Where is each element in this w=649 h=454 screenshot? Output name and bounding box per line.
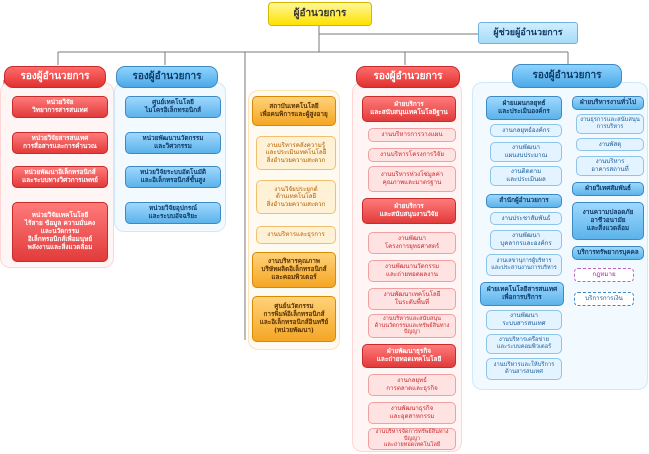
col5-secC-child-2[interactable]: งานบริหารเครือข่าย และระบบคอมพิวเตอร์ xyxy=(486,334,562,354)
col5-secE-title[interactable]: ฝ่ายวิเทศสัมพันธ์ xyxy=(572,182,644,196)
col3-institute-child-3[interactable]: งานบริหารและธุรการ xyxy=(256,226,336,244)
col1-unit-2[interactable]: หน่วยวิจัยสารสนเทศ การสื่อสารและการคำนวณ xyxy=(12,132,108,154)
col2-deputy-director[interactable]: รองผู้อำนวยการ xyxy=(116,66,218,88)
col4-sec1-title[interactable]: ฝ่ายบริการ และสนับสนุนเทคโนโลยีฐาน xyxy=(362,96,456,122)
col4-sec1-child-1[interactable]: งานบริหารการวางแผน xyxy=(368,128,456,142)
col5-secA-title[interactable]: ฝ่ายแผนกลยุทธ์ และประเมินองค์กร xyxy=(486,96,562,120)
col4-sec1-child-3[interactable]: งานบริหารห่วงโซ่มูลค่า คุณภาพและมาตรฐาน xyxy=(368,166,456,192)
col3-institute-child-1[interactable]: งานบริหารคลังความรู้ และประเมินเทคโนโลยี… xyxy=(256,136,336,170)
col5-secA-child-3[interactable]: งานติดตาม และประเมินผล xyxy=(490,166,562,186)
col1-unit-4[interactable]: หน่วยวิจัยเทคโนโลยี ไร้สาย ข้อมูล ความมั… xyxy=(12,202,108,262)
col4-sec2-child-2[interactable]: งานพัฒนานวัตกรรม และถ่ายทอดผลงาน xyxy=(368,260,456,282)
col5-extra-1[interactable]: บริการทรัพยากรบุคคล xyxy=(572,246,644,260)
col1-unit-3[interactable]: หน่วยพัฒนาอิเล็กทรอนิกส์ และระบบทางวิศวก… xyxy=(12,166,108,188)
col5-secA-child-2[interactable]: งานพัฒนา แผนงบประมาณ xyxy=(490,142,562,162)
col3-quality-service[interactable]: งานบริหารคุณภาพ บริษัทผลิตอิเล็กทรอนิกส์… xyxy=(252,252,336,288)
col5-secD-title[interactable]: ฝ่ายบริหารงานทั่วไป xyxy=(572,96,644,110)
col4-sec1-child-2[interactable]: งานบริหารโครงการวิจัย xyxy=(368,148,456,162)
col3-institute-child-2[interactable]: งานวิจัยประยุกต์ ด้านเทคโนโลยี สิ่งอำนวย… xyxy=(256,180,336,214)
col5-secC-child-3[interactable]: งานบริหารและให้บริการ ด้านสารสนเทศ xyxy=(486,358,562,380)
col2-unit-3[interactable]: หน่วยวิจัยระบบอัตโนมัติ และอิเล็กทรอนิกส… xyxy=(125,166,221,188)
col5-secC-child-1[interactable]: งานพัฒนา ระบบสารสนเทศ xyxy=(486,310,562,330)
col1-unit-1[interactable]: หน่วยวิจัย วิทยาการสารสนเทศ xyxy=(12,96,108,118)
col4-sec3-child-3[interactable]: งานบริหารจัดการทรัพย์สินทางปัญญา และถ่าย… xyxy=(368,428,456,450)
col4-sec2-child-4[interactable]: งานบริหารและสนับสนุน ด้านนวัตกรรมและทรัพ… xyxy=(368,314,456,338)
col2-unit-1[interactable]: ศูนย์เทคโนโลยี ไมโครอิเล็กทรอนิกส์ xyxy=(125,96,221,118)
col4-sec2-title[interactable]: ฝ่ายบริการ และสนับสนุนงานวิจัย xyxy=(362,198,456,224)
col5-secB-child-2[interactable]: งานพัฒนา บุคลากรและองค์กร xyxy=(490,230,562,250)
col5-secB-title[interactable]: สำนักผู้อำนวยการ xyxy=(486,194,562,208)
col4-sec3-title[interactable]: ฝ่ายพัฒนาธุรกิจ และถ่ายทอดเทคโนโลยี xyxy=(362,344,456,368)
col4-sec2-child-1[interactable]: งานพัฒนา โครงการยุทธศาสตร์ xyxy=(368,232,456,254)
col5-secF-title[interactable]: งานความปลอดภัย อาชีวอนามัย และสิ่งแวดล้อ… xyxy=(572,202,644,240)
director-box[interactable]: ผู้อำนวยการ xyxy=(268,2,372,26)
col5-deputy-director[interactable]: รองผู้อำนวยการ xyxy=(512,64,622,88)
col5-secB-child-1[interactable]: งานประชาสัมพันธ์ xyxy=(490,212,562,225)
col4-sec3-child-2[interactable]: งานพัฒนาธุรกิจ และอุตสาหกรรม xyxy=(368,402,456,424)
col1-deputy-director[interactable]: รองผู้อำนวยการ xyxy=(4,66,106,88)
col5-secC-title[interactable]: ฝ่ายเทคโนโลยีสารสนเทศ เพื่อการบริการ xyxy=(480,282,564,306)
col5-secA-child-1[interactable]: งานกลยุทธ์องค์กร xyxy=(490,124,562,137)
col3-institute[interactable]: สถาบันเทคโนโลยี เพื่อคนพิการและผู้สูงอาย… xyxy=(252,96,336,126)
col3-printing-innovation-center[interactable]: ศูนย์นวัตกรรม การพิมพ์อิเล็กทรอนิกส์ และ… xyxy=(252,296,336,342)
col2-unit-4[interactable]: หน่วยวิจัยอุปกรณ์ และระบบอัจฉริยะ xyxy=(125,202,221,224)
col5-extra-3[interactable]: บริการการเงิน xyxy=(574,292,634,306)
col4-sec3-child-1[interactable]: งานกลยุทธ์ การตลาดและธุรกิจ xyxy=(368,374,456,396)
col4-sec2-child-3[interactable]: งานพัฒนาเทคโนโลยี ในระดับพื้นที่ xyxy=(368,288,456,310)
col5-secD-child-3[interactable]: งานบริหาร อาคารสถานที่ xyxy=(576,156,644,176)
col4-deputy-director[interactable]: รองผู้อำนวยการ xyxy=(356,66,460,88)
assistant-director-box[interactable]: ผู้ช่วยผู้อำนวยการ xyxy=(478,22,578,44)
col5-secD-child-2[interactable]: งานพัสดุ xyxy=(576,138,644,151)
col5-secD-child-1[interactable]: งานธุรการและสนับสนุน การบริหาร xyxy=(576,114,644,134)
col5-secB-child-3[interactable]: งานเลขานุการผู้บริหาร และประสานงานการบริ… xyxy=(486,254,562,276)
col5-extra-2[interactable]: กฎหมาย xyxy=(574,268,634,282)
col2-unit-2[interactable]: หน่วยพัฒนานวัตกรรม และวิศวกรรม xyxy=(125,132,221,154)
